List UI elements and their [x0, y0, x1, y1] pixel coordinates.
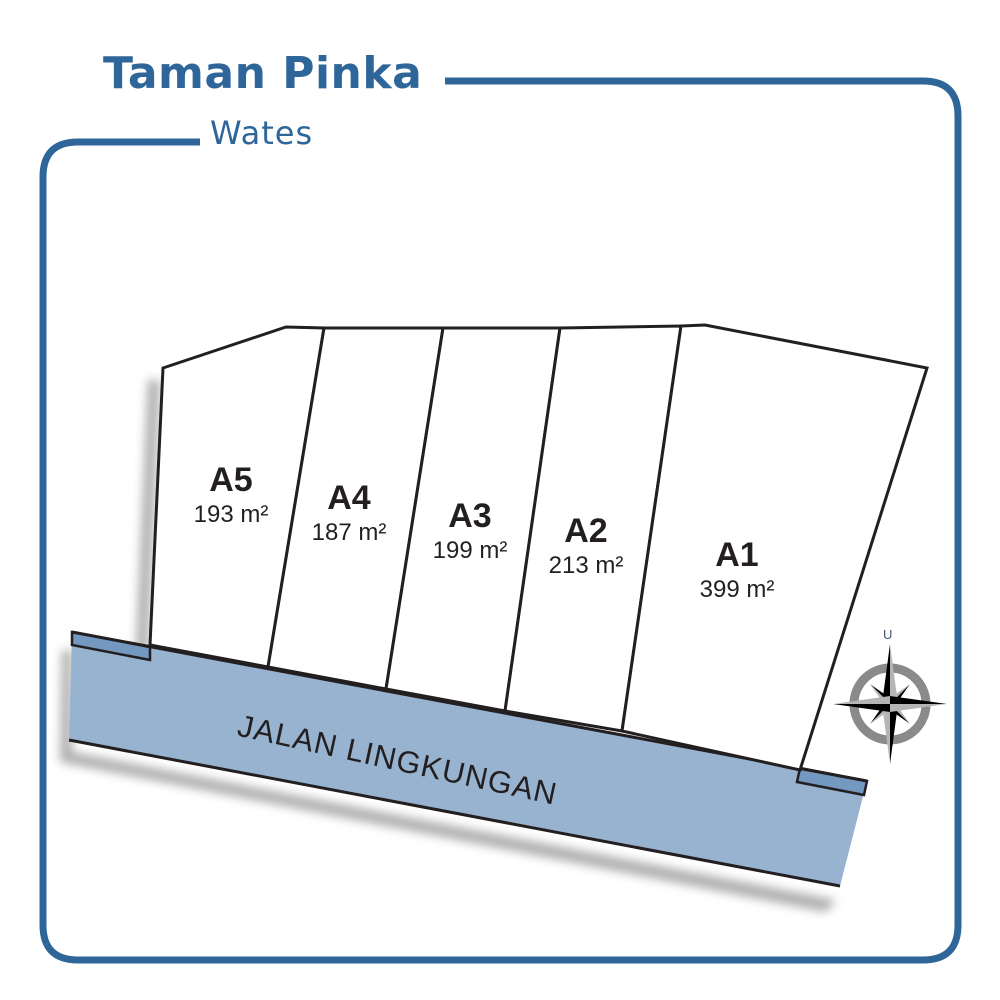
lot-id: A5 — [209, 461, 253, 499]
lot-label-A2: A2 213 m² — [549, 514, 624, 578]
compass-rose-icon — [833, 644, 947, 764]
lot-label-A5: A5 193 m² — [194, 463, 269, 527]
lot-area: 399 m² — [699, 576, 775, 603]
frame-upper-line — [39, 77, 962, 964]
lot-outlines — [148, 323, 929, 772]
lot-label-A3: A3 199 m² — [433, 499, 508, 563]
lot-A1-shape[interactable] — [620, 323, 929, 772]
lot-id: A2 — [564, 512, 608, 550]
lot-label-A1: A1 399 m² — [700, 538, 775, 602]
lot-label-A4: A4 187 m² — [312, 481, 387, 545]
north-label: U — [883, 627, 893, 642]
lot-area: 187 m² — [311, 519, 387, 546]
lot-area: 193 m² — [193, 501, 269, 528]
lot-area: 213 m² — [548, 552, 624, 579]
drop-shadow — [60, 380, 836, 912]
lot-id: A1 — [715, 536, 759, 574]
lot-area: 199 m² — [432, 537, 508, 564]
page-subtitle: Wates — [210, 114, 314, 152]
lot-id: A3 — [448, 497, 492, 535]
lot-id: A4 — [327, 479, 371, 517]
page-title: Taman Pinka — [103, 48, 423, 99]
